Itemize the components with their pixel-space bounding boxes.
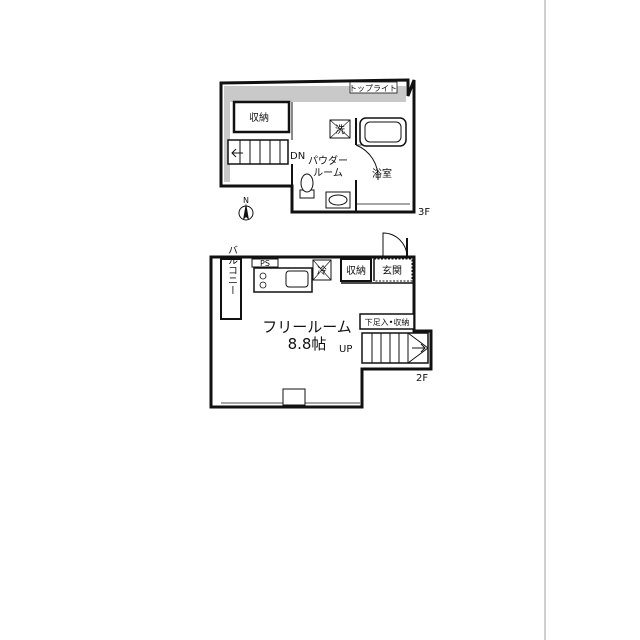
down-label: DN bbox=[290, 151, 305, 162]
compass: N bbox=[238, 196, 254, 221]
toplight-label: トップライト bbox=[349, 84, 397, 93]
stove-burner-1 bbox=[259, 272, 267, 280]
bathroom-label: 浴室 bbox=[372, 167, 392, 180]
washer-label: 洗 bbox=[335, 124, 345, 136]
compass-needle bbox=[243, 203, 249, 220]
bottom-window-bay bbox=[282, 388, 306, 406]
kitchen-sink bbox=[285, 270, 309, 288]
toplight-box bbox=[349, 81, 398, 94]
void-area-left bbox=[224, 102, 230, 182]
floor-2f: バルコニー PS 冷 収納 玄関 フリールーム 8.8帖 下足入•収納 bbox=[209, 232, 433, 409]
floor-2f-label: 2F bbox=[416, 373, 428, 384]
balcony-label: バルコニー bbox=[226, 245, 238, 295]
entrance-door-swing bbox=[382, 232, 408, 258]
floor-3f-outer-wall bbox=[219, 78, 416, 214]
up-label: UP bbox=[339, 344, 352, 355]
ps-box bbox=[251, 258, 279, 268]
refrigerator-diagonal-2 bbox=[312, 259, 332, 281]
floor-3f-label: 3F bbox=[418, 207, 430, 218]
floor-3f: トップライト 収納 DN 洗 パウダー ルーム bbox=[219, 78, 430, 218]
toilet bbox=[299, 173, 315, 199]
entrance-label: 玄関 bbox=[382, 264, 402, 277]
bathtub-inner bbox=[364, 121, 402, 143]
storage-2f bbox=[340, 258, 372, 282]
storage-3f-label: 収納 bbox=[249, 111, 269, 124]
shoe-storage bbox=[359, 313, 415, 330]
powder-room-label-line1: パウダー bbox=[308, 154, 348, 167]
free-room-label: フリールーム bbox=[262, 318, 352, 336]
floor-2f-outer-wall bbox=[209, 255, 433, 409]
storage-3f bbox=[232, 100, 291, 134]
ps-label: PS bbox=[260, 259, 270, 268]
free-room-size: 8.8帖 bbox=[288, 335, 327, 353]
stove-burner-2 bbox=[259, 281, 267, 289]
bath-door-swing bbox=[355, 144, 379, 181]
stairs-3f bbox=[227, 139, 289, 165]
stairs-2f bbox=[361, 332, 429, 364]
washbasin bbox=[325, 191, 351, 209]
storage-2f-label: 収納 bbox=[346, 264, 366, 277]
powder-room-label-line2: ルーム bbox=[313, 167, 343, 179]
compass-north-label: N bbox=[243, 196, 249, 205]
refrigerator-label: 冷 bbox=[317, 264, 327, 277]
washer-diagonal-2 bbox=[329, 119, 351, 139]
shoe-storage-label: 下足入•収納 bbox=[365, 317, 410, 327]
